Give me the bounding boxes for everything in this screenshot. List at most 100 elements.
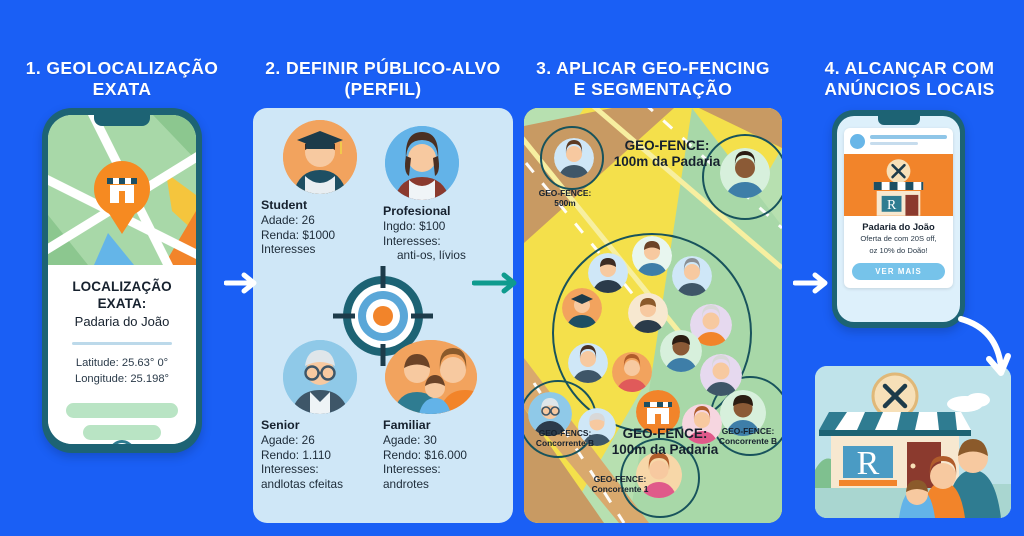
crowd-avatar <box>588 253 628 293</box>
step-3-heading-line2: E SEGMENTAÇÃO <box>573 79 733 100</box>
crowd-avatar <box>720 390 766 436</box>
persona-senior: Senior Agade: 26 Rendo: 1.110 Interesses… <box>261 340 379 491</box>
persona-name: Familiar <box>383 418 431 432</box>
geofence-label-bottom-line1: GEO-FENCE: <box>622 426 708 441</box>
businesswoman-avatar-graphic <box>385 126 459 200</box>
placeholder-bar-1 <box>66 403 178 419</box>
crowd-avatar <box>660 330 702 372</box>
persona-line-1: Agade: 30 <box>383 432 437 447</box>
location-info-body: LOCALIZAÇÃO EXATA: Padaria do João Latit… <box>48 265 196 444</box>
crowd-avatar <box>632 236 672 276</box>
geofence-ring-top-right <box>702 134 782 220</box>
persona-line-2: Renda: $1000 <box>261 227 336 242</box>
geofence-label-500m-line2: 500m <box>554 198 576 209</box>
persona-line-2: Interesses: <box>383 233 441 248</box>
persona-profesional-text: Profesional Ingdo: $100 Interesses: anti… <box>383 204 501 263</box>
phone-screen-ad: R Padaria do João Oferta de com 20S off,… <box>837 116 960 322</box>
persona-line-3: Interesses <box>261 242 316 257</box>
step-3-heading: 3. APLICAR GEO-FENCING E SEGMENTAÇÃO <box>520 58 786 101</box>
geofence-label-top-line2: 100m da Padaria <box>613 154 721 170</box>
geofence-label-bottom: GEO-FENCE: 100m da Padaria <box>580 426 750 458</box>
crowd-avatar <box>578 408 616 446</box>
persona-profesional: Profesional Ingdo: $100 Interesses: anti… <box>383 126 501 263</box>
step-1-heading: 1. GEOLOCALIZAÇÃO EXATA <box>0 58 244 101</box>
persona-senior-text: Senior Agade: 26 Rendo: 1.110 Interesses… <box>261 418 379 491</box>
geofence-label-comp-1-line1: GEO-FENCE: <box>593 474 647 484</box>
ad-header-lines <box>870 135 947 147</box>
ad-desc-line-2: oz 10% do Doão! <box>869 245 928 255</box>
storefront-family-graphic: R <box>815 366 1011 518</box>
crowd-avatar <box>568 343 608 383</box>
graduate-avatar-graphic <box>283 120 357 194</box>
advertiser-avatar <box>850 134 865 149</box>
latitude-value: Latitude: 25.63° 0° <box>75 357 169 369</box>
step-2-heading-line1: 2. DEFINIR PÚBLICO-ALVO <box>265 58 501 78</box>
senior-man-avatar <box>283 340 357 414</box>
ad-card-header <box>844 128 953 154</box>
bullseye-target-icon <box>333 265 433 366</box>
persona-line-4: andlotas cfeitas <box>261 476 343 491</box>
crowd-avatar <box>690 304 732 346</box>
crowd-avatar-store <box>636 390 680 434</box>
arrow-step1-to-step2 <box>224 268 264 298</box>
persona-student-text: Student Adade: 26 Renda: $1000 Interesse… <box>261 198 379 257</box>
audience-panel: Student Adade: 26 Renda: $1000 Interesse… <box>253 108 513 523</box>
geofence-label-comp-b-right-line2: Concorrente B <box>718 436 778 447</box>
bakery-storefront-graphic: R <box>844 154 953 216</box>
phone-screen-map: LOCALIZAÇÃO EXATA: Padaria do João Latit… <box>48 115 196 444</box>
persona-line-3: Interesses: <box>383 462 441 477</box>
ad-title: Padaria do João <box>862 221 935 232</box>
phone-home-button[interactable] <box>109 440 135 444</box>
phone-notch <box>94 115 150 126</box>
bakery-storefront-icon: R <box>844 154 953 216</box>
arrow-ad-to-store <box>955 315 1013 385</box>
step-2-heading: 2. DEFINIR PÚBLICO-ALVO (PERFIL) <box>252 58 514 101</box>
geofence-label-bottom-line2: 100m da Padaria <box>611 442 719 458</box>
persona-line-2: Rendo: $16.000 <box>383 447 467 462</box>
step-3-column: 3. APLICAR GEO-FENCING E SEGMENTAÇÃO <box>520 0 786 536</box>
persona-line-1: Ingdo: $100 <box>383 218 446 233</box>
step-1-heading-line2: EXATA <box>92 79 152 100</box>
persona-name: Senior <box>261 418 300 432</box>
crowd-avatar <box>700 354 742 396</box>
crowd-avatar <box>628 293 668 333</box>
ad-card[interactable]: R Padaria do João Oferta de com 20S off,… <box>844 128 953 288</box>
shop-glyph-icon <box>107 178 137 204</box>
geofence-map-panel: GEO-FENCE: 100m da Padaria GEO-FENCE: 50… <box>524 108 782 523</box>
persona-line-1: Adade: 26 <box>261 212 315 227</box>
crowd-avatar <box>612 352 652 392</box>
arrow-step3-to-step4 <box>793 268 835 298</box>
crowd-avatar <box>528 392 572 436</box>
persona-name: Student <box>261 198 308 212</box>
geofence-label-comp-b-right-line1: GEO-FENCE: <box>721 426 775 436</box>
step-3-heading-line1: 3. APLICAR GEO-FENCING <box>536 58 770 78</box>
persona-familiar-text: Familiar Agade: 30 Rendo: $16.000 Intere… <box>383 418 501 491</box>
phone-notch <box>877 116 920 125</box>
geofence-label-comp-b-left-line1: GEO-FENCS: <box>538 428 592 438</box>
step-4-column: 4. ALCANÇAR COM ANÚNCIOS LOCAIS <box>795 0 1024 536</box>
longitude-value: Longitude: 25.198° <box>74 373 170 386</box>
persona-line-1: Agade: 26 <box>261 432 315 447</box>
crowd-avatar <box>562 288 602 328</box>
map-view <box>48 115 196 265</box>
step-2-heading-line2: (PERFIL) <box>344 79 422 100</box>
ad-card-text: Padaria do João Oferta de com 20S off, o… <box>844 216 953 258</box>
persona-line-3: Interesses: <box>261 462 319 477</box>
businesswoman-avatar <box>385 126 459 200</box>
ver-mais-button[interactable]: VER MAIS <box>852 262 945 280</box>
location-label: LOCALIZAÇÃO EXATA: <box>72 279 172 311</box>
graduate-student-avatar <box>283 120 357 194</box>
step-4-heading: 4. ALCANÇAR COM ANÚNCIOS LOCAIS <box>795 58 1024 101</box>
crowd-avatar <box>720 148 770 198</box>
geofence-ring-top-left <box>540 126 604 190</box>
geofence-label-competitor-b-left: GEO-FENCS: Concorrente B <box>526 428 604 448</box>
step-4-heading-line2: ANÚNCIOS LOCAIS <box>824 79 995 100</box>
persona-line-2: Rendo: 1.110 <box>261 447 331 462</box>
geofence-label-top: GEO-FENCE: 100m da Padaria <box>582 138 752 170</box>
persona-familiar: Familiar Agade: 30 Rendo: $16.000 Intere… <box>383 340 501 491</box>
geofence-label-500m-line1: GEO-FENCE: <box>538 188 592 198</box>
placeholder-bar-2 <box>83 425 161 441</box>
divider <box>72 342 172 345</box>
crowd-avatar <box>682 404 722 444</box>
